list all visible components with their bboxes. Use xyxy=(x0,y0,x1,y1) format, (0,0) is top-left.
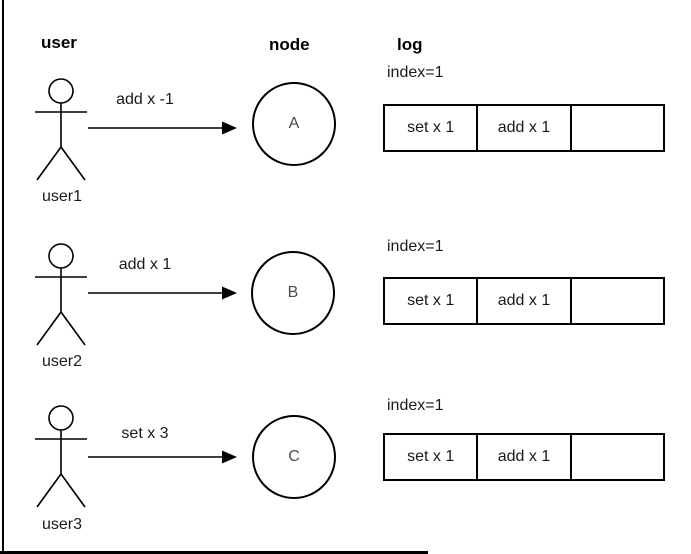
log-table: set x 1 add x 1 xyxy=(383,104,665,152)
log-cell: add x 1 xyxy=(478,106,572,150)
actor-label: user3 xyxy=(41,516,83,533)
node-circle: C xyxy=(252,415,336,499)
stick-figure-icon xyxy=(35,405,87,508)
command-label: add x 1 xyxy=(118,256,172,273)
log-cell: set x 1 xyxy=(385,106,479,150)
log-cell xyxy=(572,106,663,150)
node-label: C xyxy=(288,448,300,465)
log-cell: add x 1 xyxy=(478,435,572,479)
command-label: add x -1 xyxy=(116,91,174,108)
log-index-label: index=1 xyxy=(387,397,444,414)
log-cell xyxy=(572,435,663,479)
canvas-left-border xyxy=(2,0,4,554)
node-label: A xyxy=(288,115,300,132)
log-cell: set x 1 xyxy=(385,279,479,323)
column-header-node: node xyxy=(269,35,310,54)
arrow-icon xyxy=(88,286,237,300)
log-cell: set x 1 xyxy=(385,435,479,479)
node-circle: B xyxy=(251,251,335,335)
log-index-label: index=1 xyxy=(387,64,444,81)
stick-figure-icon xyxy=(35,243,87,346)
arrow-icon xyxy=(88,450,237,464)
command-label: set x 3 xyxy=(121,425,169,442)
log-table: set x 1 add x 1 xyxy=(383,277,665,325)
actor-label: user2 xyxy=(41,353,83,370)
actor-label: user1 xyxy=(41,188,83,205)
column-header-log: log xyxy=(397,35,423,54)
log-cell: add x 1 xyxy=(478,279,572,323)
node-label: B xyxy=(287,284,299,301)
stick-figure-icon xyxy=(35,78,87,181)
log-cell xyxy=(572,279,663,323)
log-index-label: index=1 xyxy=(387,238,444,255)
column-header-user: user xyxy=(41,33,77,52)
canvas-bottom-border xyxy=(0,551,428,554)
node-circle: A xyxy=(252,82,336,166)
arrow-icon xyxy=(88,121,237,135)
log-table: set x 1 add x 1 xyxy=(383,433,665,481)
